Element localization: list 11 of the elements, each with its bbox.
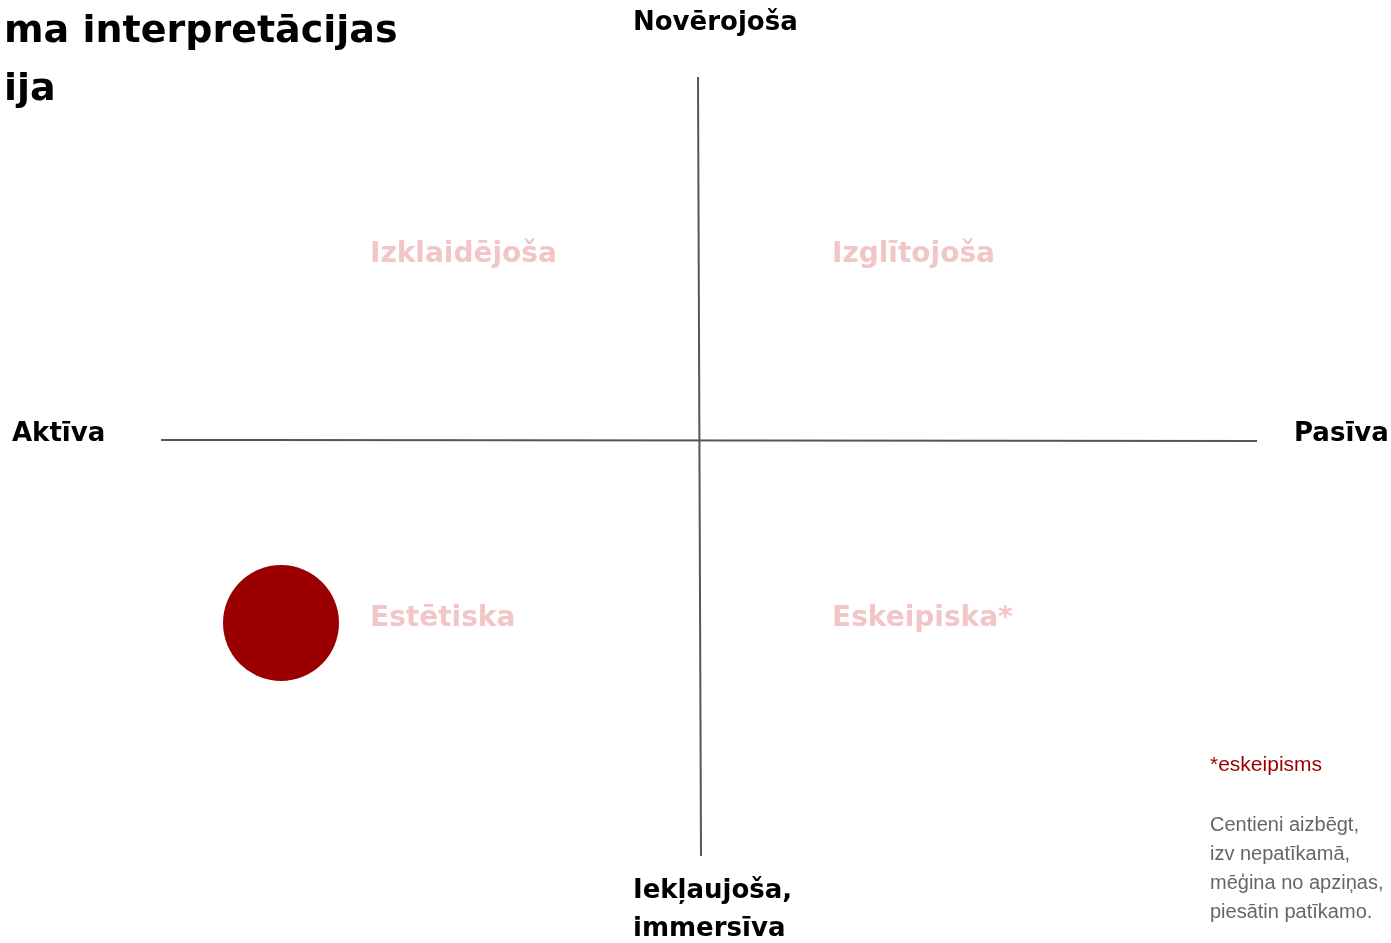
axis-label: Iekļaujoša, immersīva (633, 873, 794, 943)
axis-label: Aktīva (12, 417, 106, 447)
quadrant-label: Izglītojoša (832, 236, 995, 269)
quadrant-label: Estētiska (370, 600, 516, 633)
quadrant-label: Izklaidējoša (370, 236, 557, 269)
quadrant-label: Eskeipiska* (832, 600, 1013, 633)
axis-label: Novērojoša (633, 6, 798, 36)
axis-label: Pasīva (1294, 417, 1389, 447)
footnote-text: Centieni aizbēgt, izv nepatīkamā, mēģina no apziņas, piesātin patīkamo. (1210, 812, 1385, 924)
diagram-title: ma interpretācijas ija (4, 6, 399, 111)
footnote-term: *eskeipisms (1210, 752, 1323, 776)
